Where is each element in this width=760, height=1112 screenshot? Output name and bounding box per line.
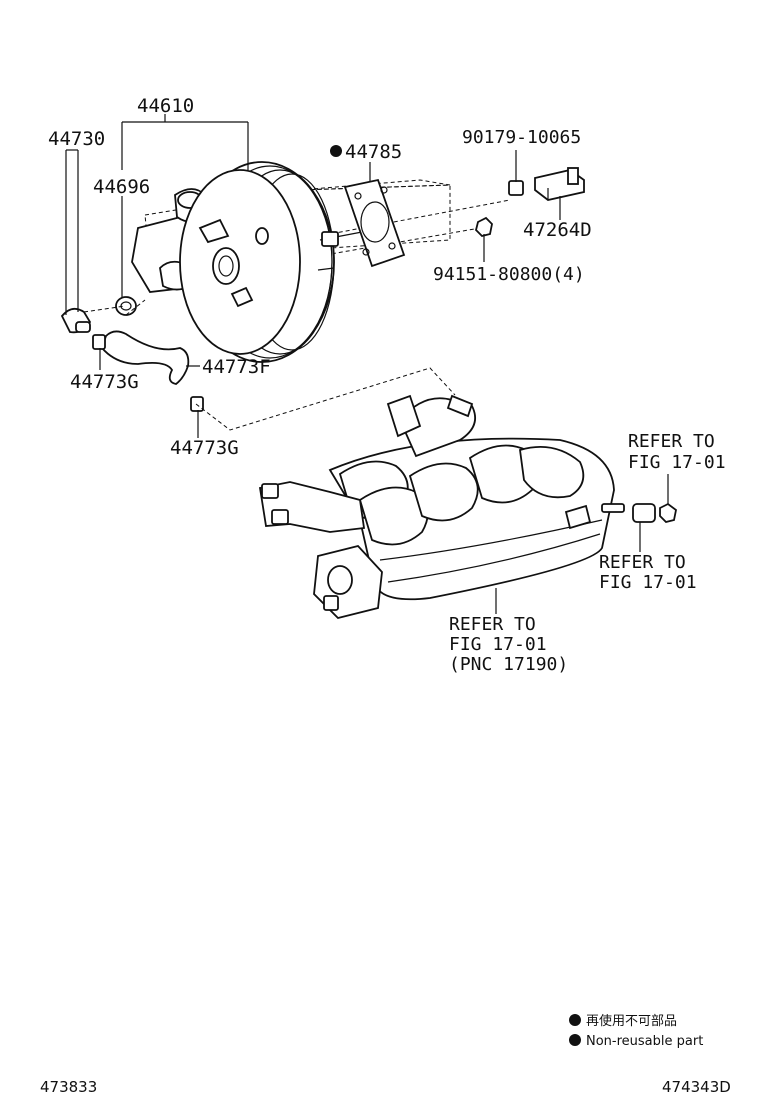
grommet-drawing xyxy=(115,296,137,316)
union-upper-drawing xyxy=(92,334,106,350)
gasket-drawing xyxy=(343,178,406,268)
callout-union-lower: 44773G xyxy=(170,437,239,459)
callout-gasket: 44785 xyxy=(345,141,402,163)
callout-booster-assembly: 44610 xyxy=(137,95,194,117)
refer-manifold-line-1: REFER TO xyxy=(449,614,536,635)
callout-refer-manifold: REFER TO FIG 17-01 (PNC 17190) xyxy=(449,614,568,675)
callout-check-valve: 44730 xyxy=(48,128,105,150)
union-lower-drawing xyxy=(190,396,204,412)
right-fittings-drawing xyxy=(632,502,677,523)
vacuum-hose-drawing xyxy=(100,330,190,385)
check-valve-drawing xyxy=(60,307,92,334)
clip-drawing xyxy=(508,180,524,196)
legend-non-reusable-jp: 再使用不可部品 xyxy=(586,1013,677,1029)
legend-dot-en xyxy=(569,1034,581,1046)
legend: 再使用不可部品 Non-reusable part xyxy=(569,1013,703,1049)
callout-clip: 90179-10065 xyxy=(462,127,581,148)
refer-manifold-line-2: FIG 17-01 xyxy=(449,634,547,655)
refer-right-mid-line-2: FIG 17-01 xyxy=(599,572,697,593)
figure-code-left: 473833 xyxy=(40,1078,97,1096)
refer-manifold-line-3: (PNC 17190) xyxy=(449,654,568,675)
bracket-drawing xyxy=(534,167,585,201)
intake-manifold-drawing xyxy=(258,394,625,619)
refer-right-top-line-1: REFER TO xyxy=(628,431,715,452)
callout-grommet: 44696 xyxy=(93,176,150,198)
refer-right-mid-line-1: REFER TO xyxy=(599,552,686,573)
callout-union-upper: 44773G xyxy=(70,371,139,393)
callout-refer-right-mid: REFER TO FIG 17-01 xyxy=(599,552,697,593)
callout-nut: 94151-80800(4) xyxy=(433,264,585,285)
legend-non-reusable-en: Non-reusable part xyxy=(586,1034,703,1049)
callout-refer-right-top: REFER TO FIG 17-01 xyxy=(628,431,726,473)
non-reusable-marker-44785 xyxy=(330,145,342,157)
legend-dot-jp xyxy=(569,1014,581,1026)
leader-lines xyxy=(65,114,669,614)
nut-drawing xyxy=(475,216,493,237)
callout-bracket: 47264D xyxy=(523,219,592,241)
callout-vacuum-hose: 44773F xyxy=(202,356,271,378)
figure-code-right: 474343D xyxy=(662,1078,731,1096)
brake-booster-drawing xyxy=(131,161,511,363)
refer-right-top-line-2: FIG 17-01 xyxy=(628,452,726,473)
